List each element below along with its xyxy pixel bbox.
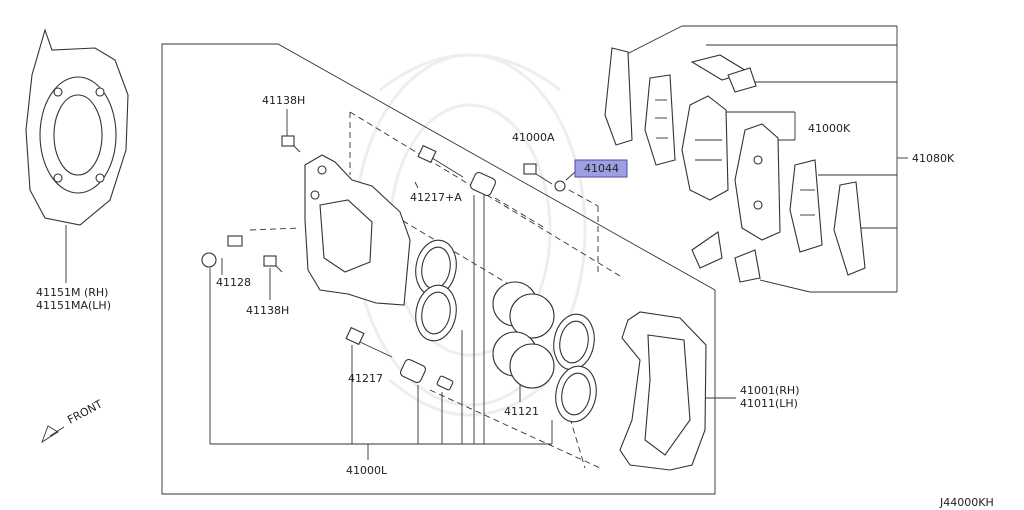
label-41000a[interactable]: 41000A xyxy=(512,131,555,144)
anti-rattle-shim[interactable] xyxy=(644,74,676,166)
bolt-41138h-top[interactable] xyxy=(281,135,301,153)
label-41151ma[interactable]: 41151MA(LH) xyxy=(36,299,111,312)
label-41011-lh[interactable]: 41011(LH) xyxy=(740,397,798,410)
label-41001-rh[interactable]: 41001(RH) xyxy=(740,384,800,397)
watermark-emblem xyxy=(353,53,587,417)
label-41000k[interactable]: 41000K xyxy=(808,122,851,135)
bushing-top[interactable] xyxy=(469,171,497,197)
bleeder-41128[interactable] xyxy=(201,235,243,268)
backing-shim[interactable] xyxy=(25,28,129,226)
caliper-body[interactable] xyxy=(304,154,411,306)
label-41217[interactable]: 41217 xyxy=(348,372,383,385)
label-41044[interactable]: 41044 xyxy=(584,162,619,175)
assembly-frame xyxy=(161,43,716,495)
pin-41217a[interactable] xyxy=(417,144,464,178)
bolt-41138h-bottom[interactable] xyxy=(263,255,283,273)
brake-pad-outer[interactable] xyxy=(734,123,781,241)
label-41138h-bottom[interactable]: 41138H xyxy=(246,304,289,317)
label-41121[interactable]: 41121 xyxy=(504,405,539,418)
pad-clip-lower[interactable] xyxy=(691,231,761,283)
washer-41044[interactable] xyxy=(554,180,566,192)
label-41217a[interactable]: 41217+A xyxy=(410,191,462,204)
front-label: FRONT xyxy=(65,397,105,426)
bolt-41000a[interactable] xyxy=(523,163,553,185)
inner-shim-right[interactable] xyxy=(789,159,823,253)
pad-set-leader xyxy=(624,25,908,293)
front-arrow-icon xyxy=(41,425,65,444)
label-41151m[interactable]: 41151M (RH) xyxy=(36,286,108,299)
highlight-41044-box xyxy=(574,159,628,178)
pad-clip-upper[interactable] xyxy=(690,54,757,93)
brake-pad-inner[interactable] xyxy=(681,95,729,201)
outer-shim-right[interactable] xyxy=(833,181,866,276)
piston-seals[interactable] xyxy=(411,237,600,425)
label-41000l[interactable]: 41000L xyxy=(346,464,388,477)
bushing-bottom[interactable] xyxy=(399,358,427,384)
pin-41217[interactable] xyxy=(345,326,393,358)
diagram-code: J44000KH xyxy=(939,496,994,509)
pistons[interactable] xyxy=(492,281,555,389)
label-41138h-top[interactable]: 41138H xyxy=(262,94,305,107)
plug[interactable] xyxy=(436,375,454,391)
label-41080k[interactable]: 41080K xyxy=(912,152,955,165)
label-41128[interactable]: 41128 xyxy=(216,276,251,289)
outer-shim-left[interactable] xyxy=(604,47,633,146)
caliper-bracket[interactable] xyxy=(619,311,707,471)
seal-kit-leader xyxy=(209,195,553,460)
